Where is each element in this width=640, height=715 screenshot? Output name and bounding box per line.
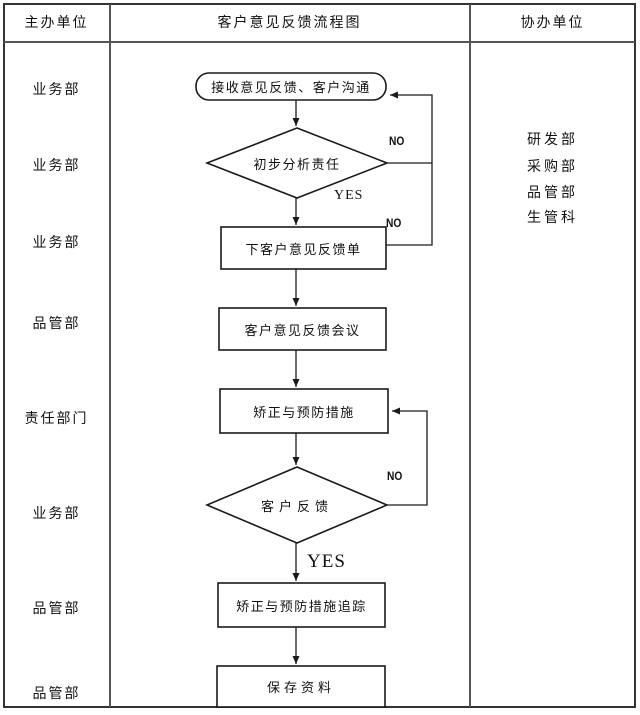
process-4-shape xyxy=(219,388,389,434)
right-dept-label-1: 研发部 xyxy=(527,132,578,148)
left-lane-label-6: 业务部 xyxy=(32,506,81,522)
header-cell-co-unit: 协办单位 xyxy=(520,15,585,31)
header-cell-host-unit: 主办单位 xyxy=(24,15,89,31)
process-3-shape xyxy=(218,307,387,351)
column-divider-left xyxy=(109,4,111,707)
left-lane-label-2: 业务部 xyxy=(32,158,81,174)
header-cell-title: 客户意见反馈流程图 xyxy=(217,15,362,31)
decision-1-label: 初步分析责任 xyxy=(253,157,341,173)
yes-label-2: YES xyxy=(307,551,346,572)
left-lane-label-8: 品管部 xyxy=(32,686,81,702)
no-label-3: NO xyxy=(387,469,403,483)
process-6-label: 保存资料 xyxy=(266,681,335,696)
header-row-divider xyxy=(4,41,635,43)
process-2-shape xyxy=(220,226,387,270)
left-lane-label-5: 责任部门 xyxy=(24,411,89,427)
right-dept-label-2: 采购部 xyxy=(527,159,578,175)
decision-1-shape xyxy=(204,127,390,199)
process-4-label: 矫正与预防措施 xyxy=(253,405,355,421)
process-5-shape xyxy=(217,582,386,628)
left-lane-label-7: 品管部 xyxy=(32,601,81,617)
left-lane-label-4: 品管部 xyxy=(32,316,81,332)
yes-label-1: YES xyxy=(334,188,364,203)
start-node-shape xyxy=(195,72,387,101)
loop-1-path xyxy=(386,91,433,246)
left-lane-label-3: 业务部 xyxy=(32,235,81,251)
right-dept-label-4: 生管科 xyxy=(527,210,578,226)
start-node-label: 接收意见反馈、客户沟通 xyxy=(211,81,371,96)
column-divider-right xyxy=(469,4,471,707)
no-label-2: NO xyxy=(386,216,402,230)
left-lane-label-1: 业务部 xyxy=(32,82,81,98)
process-5-label: 矫正与预防措施追踪 xyxy=(236,599,367,615)
process-3-label: 客户意见反馈会议 xyxy=(244,323,361,339)
decision-2-shape xyxy=(204,466,390,544)
decision-2-label: 客户反馈 xyxy=(260,499,333,515)
process-6-shape xyxy=(216,665,386,708)
process-2-label: 下客户意见反馈单 xyxy=(245,242,362,258)
no-label-1: NO xyxy=(389,134,405,148)
loop-2-path xyxy=(387,407,428,506)
right-dept-label-3: 品管部 xyxy=(527,185,578,201)
